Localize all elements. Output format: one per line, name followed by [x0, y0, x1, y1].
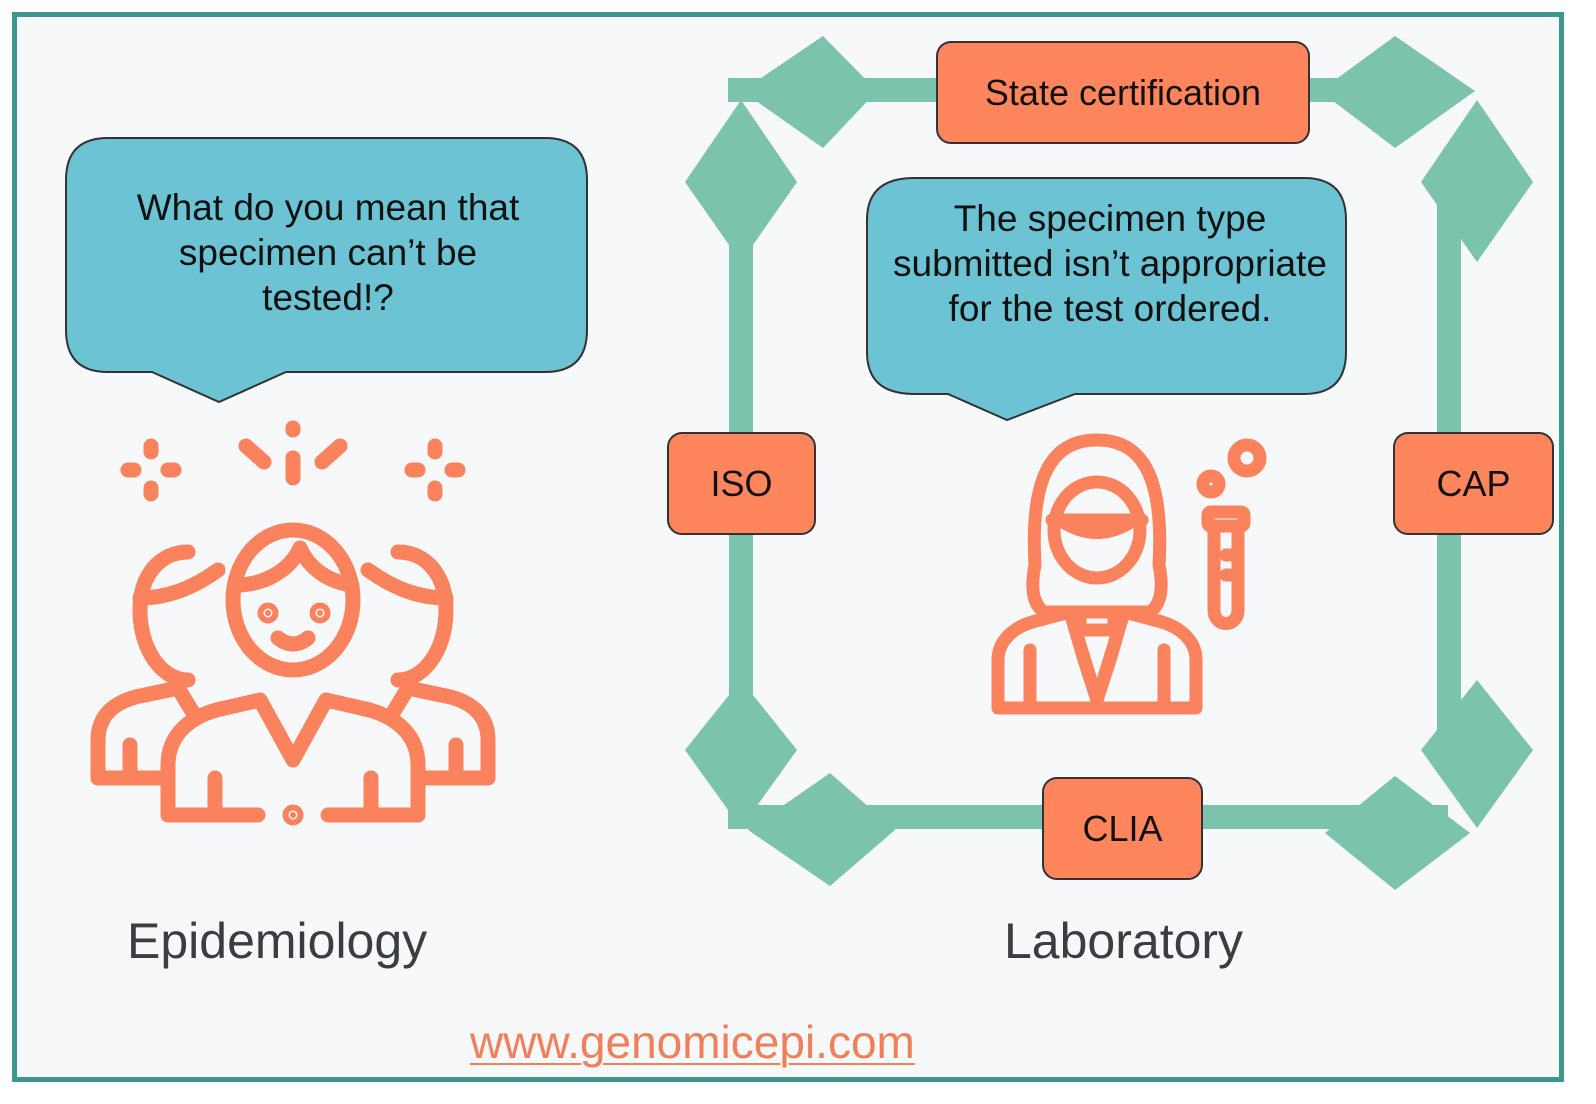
sparkle-right-icon [404, 438, 466, 502]
track-diamond [748, 773, 895, 886]
clia-label: CLIA [1082, 807, 1163, 849]
epidemiology-caption: Epidemiology [127, 913, 428, 969]
track-diamond [685, 100, 797, 262]
epidemiology-speech-text: What do you mean that specimen can’t be … [136, 187, 520, 318]
iso-box [667, 432, 816, 535]
track-diamond [1325, 776, 1470, 890]
track-diamond [1320, 36, 1475, 148]
sparkle-left-icon [120, 438, 182, 502]
lab-scientist-icon [991, 433, 1267, 715]
iso-label: ISO [710, 462, 773, 504]
track-diamond [1421, 680, 1533, 828]
cap-box [1393, 432, 1554, 535]
laboratory-caption: Laboratory [1004, 913, 1244, 969]
group-of-people-icon [90, 420, 496, 826]
website-link[interactable]: www.genomicepi.com [470, 1016, 915, 1068]
state-certification-box [936, 41, 1310, 144]
cap-label: CAP [1436, 462, 1511, 504]
track-diamond [742, 36, 877, 148]
laboratory-speech-text: The specimen type submitted isn’t approp… [893, 198, 1327, 329]
epidemiology-speech-bubble [65, 137, 588, 404]
track-diamond [685, 680, 797, 828]
track-diamond [1421, 100, 1533, 262]
laboratory-speech-bubble [866, 177, 1347, 422]
burst-icon [238, 420, 348, 486]
clia-box [1042, 777, 1203, 880]
state-certification-label: State certification [984, 71, 1262, 113]
